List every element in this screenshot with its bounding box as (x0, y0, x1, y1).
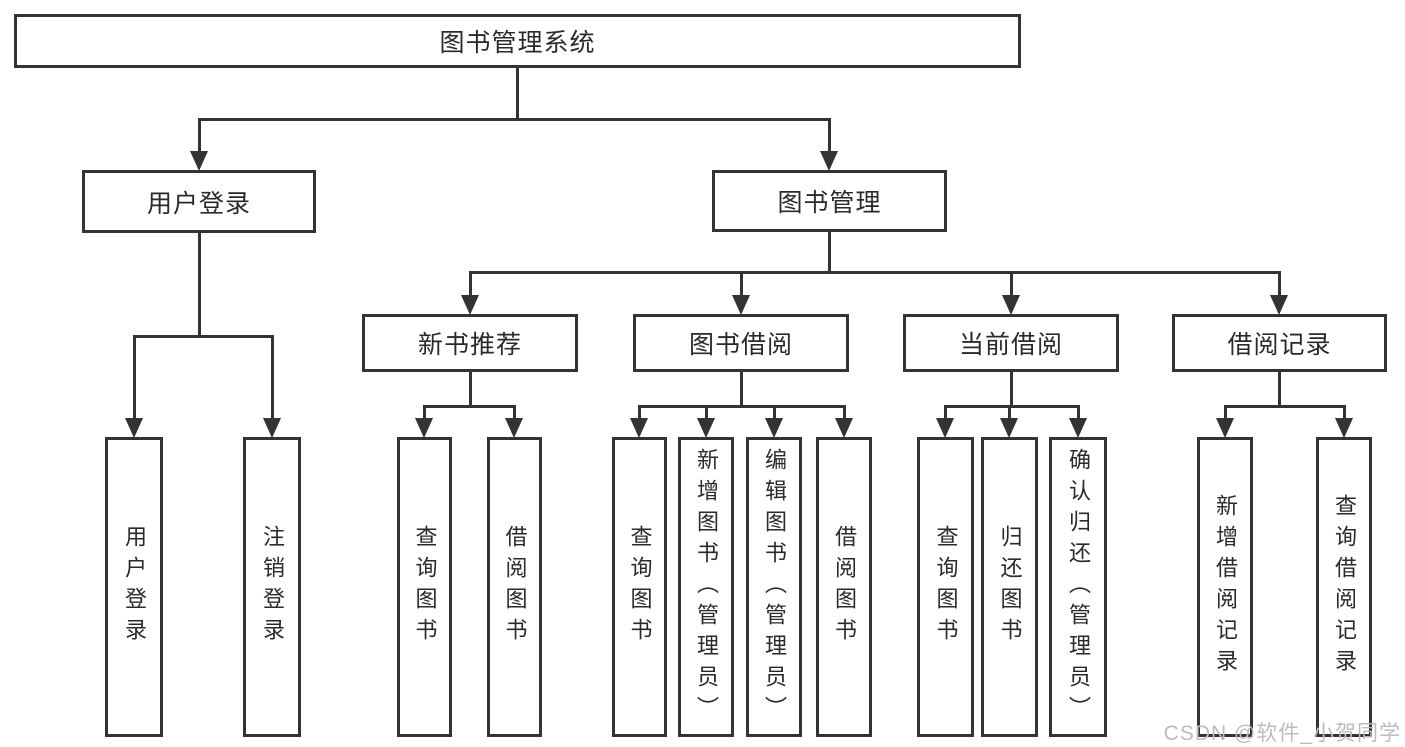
node-current-borrow-label: 当前借阅 (958, 331, 1063, 359)
connector-segment (1076, 406, 1080, 423)
connector-segment (197, 119, 201, 156)
node-borrow-records-label: 借阅记录 (1227, 331, 1332, 359)
arrow-down-icon (190, 151, 208, 171)
arrow-down-icon (630, 418, 648, 438)
connector-segment (827, 232, 831, 272)
leaf-query-books-current-label: 查询图书 (933, 525, 959, 649)
connector-segment (132, 334, 274, 338)
connector-segment (739, 372, 743, 406)
leaf-add-book-admin-label: 新增图书（管理员） (694, 447, 719, 727)
leaf-edit-book-admin-label: 编辑图书（管理员） (762, 447, 787, 727)
connector-segment (512, 406, 516, 423)
leaf-confirm-return-admin: 确认归还（管理员） (1049, 437, 1107, 737)
leaf-borrow-books-recommend: 借阅图书 (487, 437, 542, 737)
connector-segment (270, 336, 274, 423)
connector-segment (1342, 406, 1346, 423)
leaf-query-books-borrow: 查询图书 (612, 437, 667, 737)
connector-segment (132, 336, 136, 423)
leaf-borrow-books-label: 借阅图书 (832, 525, 857, 649)
connector-segment (1277, 372, 1281, 406)
arrow-down-icon (263, 418, 281, 438)
leaf-logout-label: 注销登录 (260, 525, 285, 649)
arrow-down-icon (820, 151, 838, 171)
node-library-system: 图书管理系统 (14, 14, 1021, 68)
arrow-down-icon (1069, 418, 1087, 438)
arrow-down-icon (125, 418, 143, 438)
leaf-add-book-admin: 新增图书（管理员） (678, 437, 734, 737)
connector-segment (1009, 372, 1013, 406)
connector-segment (772, 406, 776, 423)
node-user-login: 用户登录 (82, 170, 316, 233)
connector-segment (1223, 406, 1227, 423)
arrow-down-icon (765, 418, 783, 438)
connector-segment (1009, 272, 1013, 300)
connector-segment (197, 233, 201, 336)
leaf-add-borrow-record: 新增借阅记录 (1197, 437, 1253, 737)
leaf-user-login-label: 用户登录 (122, 525, 147, 649)
connector-segment (943, 404, 1080, 408)
arrow-down-icon (1335, 418, 1353, 438)
leaf-query-books-recommend: 查询图书 (397, 437, 452, 737)
arrow-down-icon (461, 295, 479, 315)
arrow-down-icon (1000, 418, 1018, 438)
connector-segment (827, 119, 831, 156)
leaf-confirm-return-admin-label: 确认归还（管理员） (1066, 447, 1091, 727)
connector-segment (197, 117, 831, 121)
arrow-down-icon (936, 418, 954, 438)
connector-segment (1223, 404, 1346, 408)
node-book-borrow: 图书借阅 (633, 314, 849, 372)
connector-segment (468, 270, 1281, 274)
node-book-management: 图书管理 (712, 170, 947, 232)
node-borrow-records: 借阅记录 (1172, 314, 1387, 372)
node-book-management-label: 图书管理 (777, 189, 882, 217)
leaf-return-books: 归还图书 (981, 437, 1038, 737)
connector-segment (704, 406, 708, 423)
connector-segment (422, 406, 426, 423)
arrow-down-icon (1270, 295, 1288, 315)
node-new-book-recommend-label: 新书推荐 (417, 331, 522, 359)
arrow-down-icon (697, 418, 715, 438)
node-user-login-label: 用户登录 (146, 189, 251, 218)
node-book-borrow-label: 图书借阅 (688, 331, 793, 359)
leaf-query-books-borrow-label: 查询图书 (627, 525, 653, 649)
arrow-down-icon (505, 418, 523, 438)
connector-segment (1277, 272, 1281, 300)
leaf-query-books-recommend-label: 查询图书 (412, 525, 438, 649)
csdn-watermark: CSDN @软件_小贺同学 (1163, 722, 1401, 745)
arrow-down-icon (1216, 418, 1234, 438)
leaf-borrow-books: 借阅图书 (816, 437, 872, 737)
leaf-return-books-label: 归还图书 (997, 525, 1023, 649)
arrow-down-icon (732, 295, 750, 315)
node-new-book-recommend: 新书推荐 (362, 314, 578, 372)
arrow-down-icon (835, 418, 853, 438)
arrow-down-icon (1002, 295, 1020, 315)
connector-segment (637, 406, 641, 423)
connector-segment (1007, 406, 1011, 423)
leaf-query-borrow-record-label: 查询借阅记录 (1332, 494, 1357, 680)
connector-segment (422, 404, 516, 408)
leaf-query-books-current: 查询图书 (917, 437, 974, 737)
node-library-system-label: 图书管理系统 (439, 29, 596, 57)
leaf-edit-book-admin: 编辑图书（管理员） (746, 437, 802, 737)
connector-segment (637, 404, 846, 408)
connector-segment (515, 68, 519, 119)
connector-segment (842, 406, 846, 423)
connector-segment (943, 406, 947, 423)
leaf-borrow-books-recommend-label: 借阅图书 (502, 525, 528, 649)
leaf-add-borrow-record-label: 新增借阅记录 (1213, 494, 1238, 680)
connector-segment (739, 272, 743, 300)
arrow-down-icon (415, 418, 433, 438)
connector-segment (468, 372, 472, 406)
connector-segment (468, 272, 472, 300)
leaf-logout: 注销登录 (243, 437, 301, 737)
leaf-query-borrow-record: 查询借阅记录 (1316, 437, 1372, 737)
leaf-user-login: 用户登录 (105, 437, 163, 737)
node-current-borrow: 当前借阅 (903, 314, 1119, 372)
